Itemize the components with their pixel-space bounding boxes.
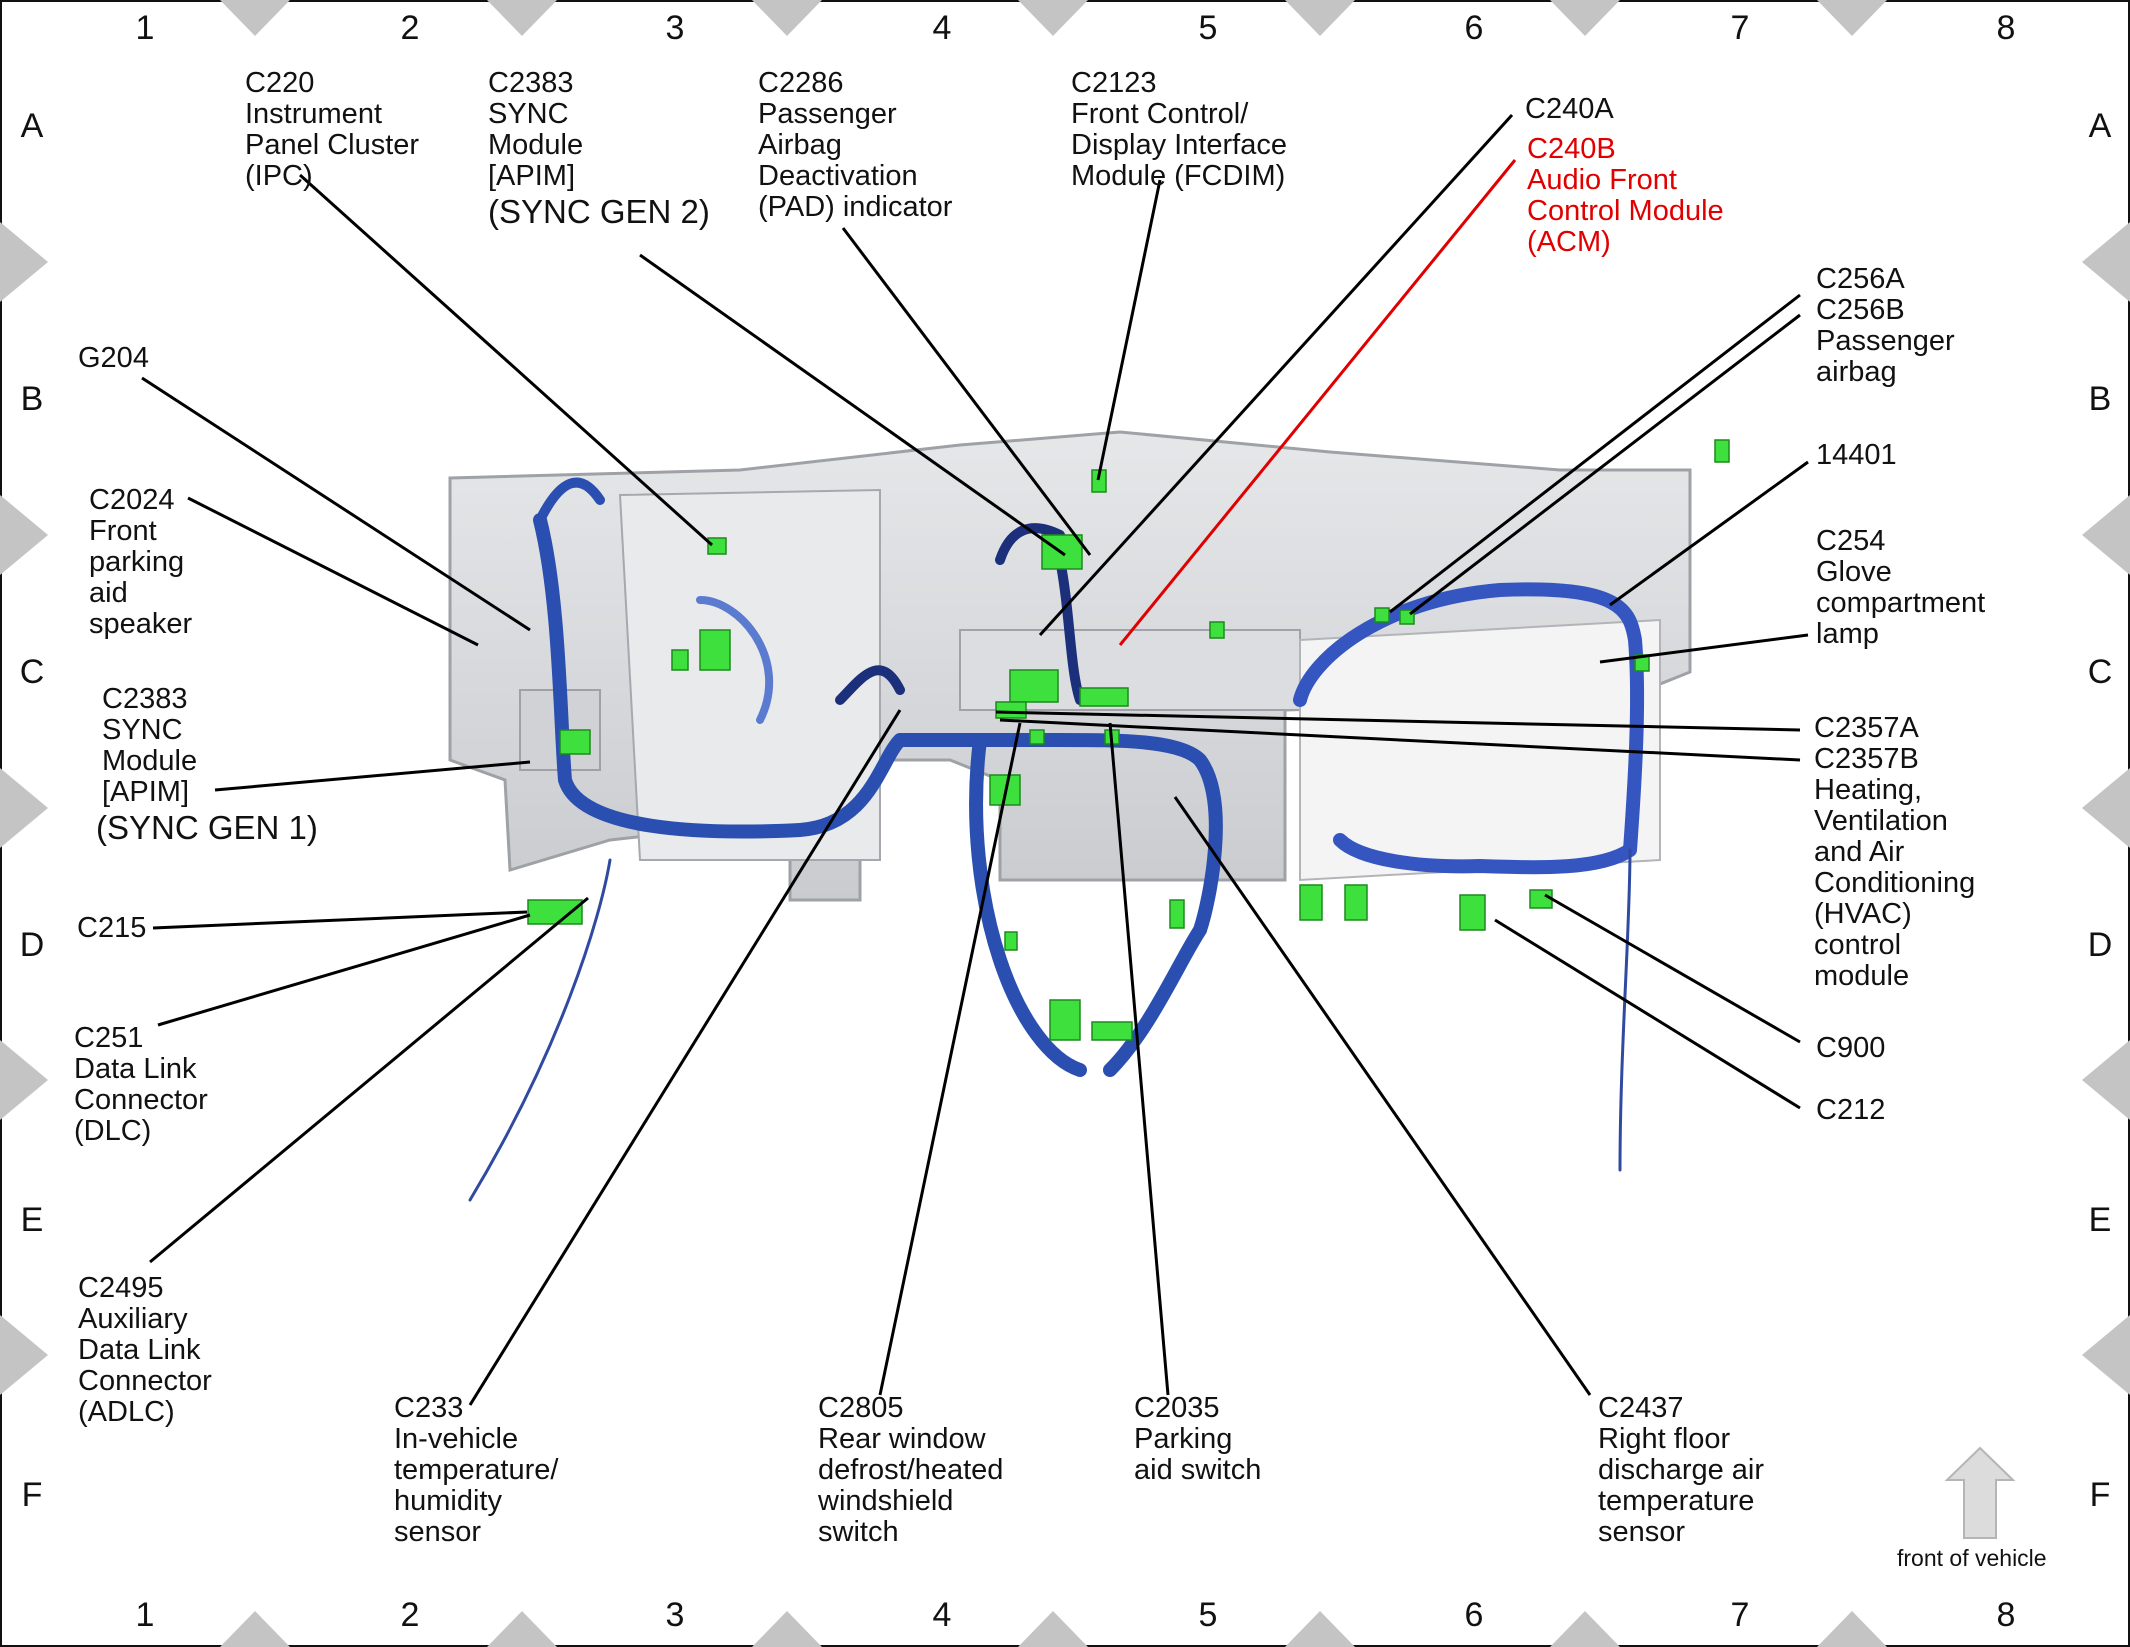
grid-col-top-8: 8 (1996, 9, 2016, 47)
grid-row-left-b: B (20, 380, 44, 418)
grid-col-bottom-8: 8 (1996, 1596, 2016, 1634)
callout-c215: C215 (77, 912, 147, 944)
grid-row-right-f: F (2089, 1476, 2111, 1514)
callout-c240a: C240A (1525, 93, 1614, 125)
grid-row-left-f: F (21, 1476, 43, 1514)
grid-col-bottom-1: 1 (135, 1596, 155, 1634)
wire-harness (468, 477, 1645, 1202)
grid-row-left-d: D (19, 926, 45, 964)
grid-row-left-c: C (19, 653, 45, 691)
connector-markers (527, 439, 1730, 1041)
grid-col-top-5: 5 (1198, 9, 1218, 47)
front-of-vehicle-label: front of vehicle (1897, 1545, 2047, 1571)
callout-c212: C212 (1816, 1094, 1886, 1126)
grid-row-left-a: A (20, 107, 44, 145)
grid-col-top-6: 6 (1464, 9, 1484, 47)
grid-row-right-e: E (2088, 1201, 2112, 1239)
grid-row-right-c: C (2087, 653, 2113, 691)
grid-row-left-e: E (20, 1201, 44, 1239)
grid-col-bottom-3: 3 (665, 1596, 685, 1634)
grid-row-right-d: D (2087, 926, 2113, 964)
grid-col-top-4: 4 (932, 9, 952, 47)
callout-14401: 14401 (1816, 439, 1897, 471)
grid-col-top-1: 1 (135, 9, 155, 47)
grid-col-top-2: 2 (400, 9, 420, 47)
grid-col-bottom-4: 4 (932, 1596, 952, 1634)
grid-col-bottom-7: 7 (1730, 1596, 1750, 1634)
callout-leaders (141, 113, 1809, 1406)
grid-row-right-b: B (2088, 380, 2112, 418)
grid-col-bottom-5: 5 (1198, 1596, 1218, 1634)
callout-g204: G204 (78, 342, 149, 374)
grid-col-bottom-2: 2 (400, 1596, 420, 1634)
callout-leader-c240b (1118, 159, 1517, 646)
grid-col-top-7: 7 (1730, 9, 1750, 47)
grid-col-bottom-6: 6 (1464, 1596, 1484, 1634)
grid-col-top-3: 3 (665, 9, 685, 47)
front-arrow-icon (1944, 1446, 2016, 1539)
callout-c900: C900 (1816, 1032, 1886, 1064)
grid-row-right-a: A (2088, 107, 2112, 145)
